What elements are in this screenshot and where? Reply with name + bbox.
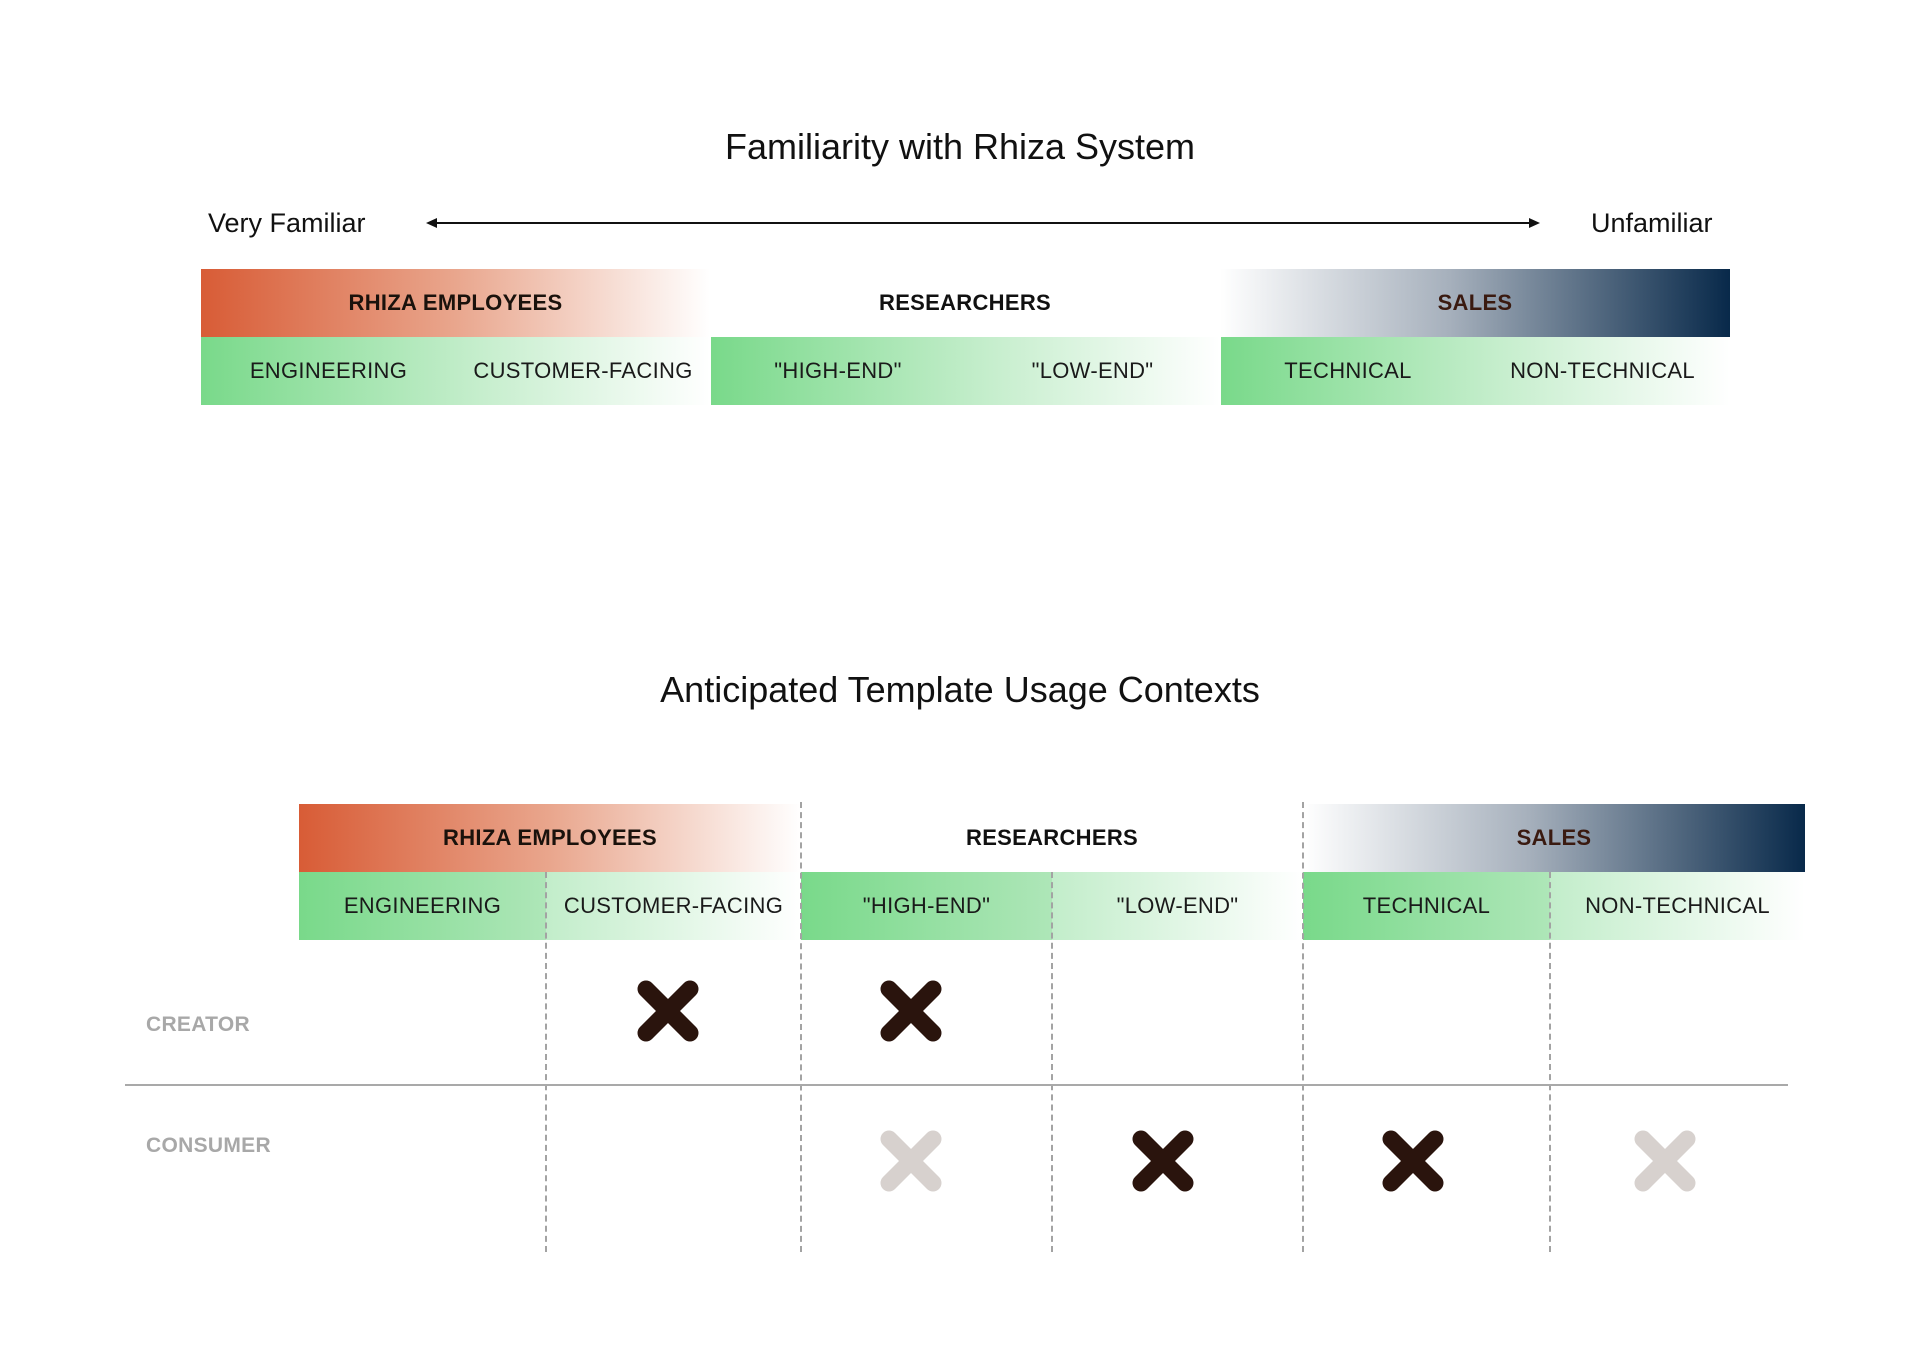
usage-group-sales: SALES: [1303, 804, 1805, 872]
usage-sub-high-end: "HIGH-END": [801, 872, 1052, 940]
familiarity-sub-engineering: ENGINEERING: [249, 358, 408, 383]
x-mark-icon: [1634, 1130, 1696, 1192]
unfamiliar-label: Unfamiliar: [1591, 208, 1713, 238]
familiarity-rhiza-subrow: [201, 337, 710, 405]
familiarity-sub-non-technical: NON-TECHNICAL: [1510, 358, 1695, 383]
usage-sub-engineering: ENGINEERING: [299, 872, 546, 940]
row-label-creator: CREATOR: [146, 1013, 250, 1036]
very-familiar-label: Very Familiar: [208, 208, 366, 238]
usage-group-rhiza-employees: RHIZA EMPLOYEES: [299, 804, 801, 872]
grid-divider-low-end: [1051, 872, 1053, 1252]
familiarity-sales-subrow: [1221, 337, 1730, 405]
usage-sub-low-end: "LOW-END": [1052, 872, 1303, 940]
x-mark-icon: [1382, 1130, 1444, 1192]
usage-title: Anticipated Template Usage Contexts: [660, 669, 1260, 710]
familiarity-researchers-subrow: [711, 337, 1220, 405]
grid-divider-customer-facing: [545, 872, 547, 1252]
familiarity-sub-technical: TECHNICAL: [1284, 358, 1412, 383]
grid-divider-researchers: [800, 802, 802, 1252]
familiarity-double-arrow-icon: [426, 218, 1540, 228]
familiarity-group-rhiza-employees: RHIZA EMPLOYEES: [201, 269, 710, 337]
familiarity-sub-customer-facing: CUSTOMER-FACING: [473, 358, 693, 383]
usage-sub-non-technical: NON-TECHNICAL: [1550, 872, 1805, 940]
familiarity-sub-low-end: "LOW-END": [1031, 358, 1154, 383]
familiarity-group-sales: SALES: [1220, 269, 1730, 337]
familiarity-title: Familiarity with Rhiza System: [724, 126, 1196, 167]
grid-divider-non-technical: [1549, 872, 1551, 1252]
row-label-consumer: CONSUMER: [146, 1134, 271, 1157]
grid-divider-sales: [1302, 802, 1304, 1252]
usage-sub-technical: TECHNICAL: [1303, 872, 1550, 940]
x-mark-icon: [637, 980, 699, 1042]
x-mark-icon: [1132, 1130, 1194, 1192]
familiarity-sub-high-end: "HIGH-END": [774, 358, 902, 383]
usage-group-researchers: RESEARCHERS: [801, 804, 1303, 872]
x-mark-icon: [880, 1130, 942, 1192]
usage-sub-customer-facing: CUSTOMER-FACING: [546, 872, 801, 940]
row-divider: [125, 1084, 1788, 1086]
familiarity-group-researchers: RESEARCHERS: [710, 269, 1220, 337]
x-mark-icon: [880, 980, 942, 1042]
